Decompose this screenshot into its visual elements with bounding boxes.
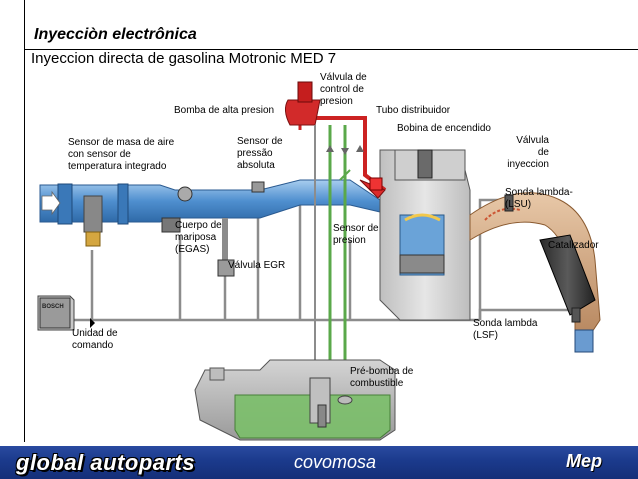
lambda-sensors [504, 194, 581, 323]
air-intake-duct [39, 179, 381, 225]
label-line: Bomba de alta presion [174, 105, 275, 116]
connector-icon [90, 318, 95, 328]
engine-diagram: BOSCH [37, 81, 601, 441]
label-pre-bomba: Pré-bomba de combustible [350, 366, 413, 390]
pressure-control-valve [297, 81, 313, 103]
label-line: Bobina de encendido [397, 123, 491, 134]
label-line: absoluta [237, 160, 275, 171]
frame-vertical-line [24, 0, 25, 442]
label-line: con sensor de [68, 149, 131, 160]
label-line: Válvula EGR [228, 260, 286, 271]
bosch-logo: BOSCH [42, 304, 64, 310]
label-valvula-egr: Válvula EGR [228, 260, 285, 272]
label-line: Válvula [516, 135, 549, 146]
ignition-coil [417, 149, 433, 179]
label-sensor-presion: Sensor de presion [333, 223, 379, 247]
label-tubo-distribuidor: Tubo distribuidor [376, 105, 450, 117]
label-line: Sonda lambda [473, 318, 538, 329]
fuel-tank [194, 359, 396, 441]
label-line: Válvula de [320, 72, 367, 83]
label-line: Sensor de masa de aire [68, 137, 175, 148]
label-line: (LSF) [473, 330, 498, 341]
label-sensor-masa-aire: Sensor de masa de aire con sensor de tem… [68, 137, 174, 173]
footer-right-logo: Mep [566, 451, 602, 471]
label-line: (LSU) [505, 199, 532, 210]
label-valvula-inyeccion: Válvula de inyeccion [495, 135, 549, 171]
air-flow-arrow-icon [41, 190, 61, 216]
label-line: presion [320, 96, 353, 107]
label-line: mariposa [175, 232, 217, 243]
label-line: de [537, 147, 549, 158]
diagram-subtitle: Inyeccion directa de gasolina Motronic M… [31, 50, 337, 67]
footer-bar: global autoparts covomosa Mep [0, 446, 638, 479]
label-line: temperatura integrado [68, 161, 167, 172]
label-line: comando [72, 340, 114, 351]
catalytic-converter [539, 234, 596, 353]
label-line: Pré-bomba de [350, 366, 414, 377]
label-catalizador: Catalizador [548, 240, 599, 252]
label-line: combustible [350, 378, 404, 389]
label-sonda-lsf: Sonda lambda (LSF) [473, 318, 538, 342]
engine-block [379, 149, 471, 321]
label-line: Catalizador [548, 240, 599, 251]
header-title: Inyecciòn electrônica [34, 26, 197, 43]
air-mass-sensor [83, 195, 103, 247]
label-line: inyeccion [507, 159, 549, 170]
absolute-pressure-sensor [251, 181, 265, 193]
label-line: Sonda lambda- [505, 187, 573, 198]
label-unidad-comando: Unidad de comando [72, 328, 118, 352]
throttle-body [161, 186, 193, 233]
label-sonda-lsu: Sonda lambda- (LSU) [505, 187, 573, 211]
ecu-unit: BOSCH [37, 295, 95, 331]
fuel-lines [314, 125, 351, 365]
egr-valve [217, 218, 235, 277]
label-line: pressão [237, 148, 273, 159]
frame-horizontal-line [24, 49, 638, 50]
label-sensor-pressao: Sensor de pressão absoluta [237, 136, 283, 172]
label-line: Cuerpo de [175, 220, 222, 231]
label-bobina: Bobina de encendido [397, 123, 491, 135]
label-line: Tubo distribuidor [376, 105, 451, 116]
flow-arrows [326, 145, 364, 155]
high-pressure-system [284, 81, 387, 199]
footer-center-text: covomosa [294, 452, 377, 472]
footer-brand: global autoparts [16, 450, 196, 475]
label-line: Sensor de [237, 136, 283, 147]
label-line: control de [320, 84, 364, 95]
label-line: (EGAS) [175, 244, 210, 255]
label-bomba-alta-presion: Bomba de alta presion [174, 105, 274, 117]
label-cuerpo-mariposa: Cuerpo de mariposa (EGAS) [175, 220, 222, 256]
label-valvula-control: Válvula de control de presion [320, 72, 367, 108]
label-line: presion [333, 235, 366, 246]
label-line: Sensor de [333, 223, 379, 234]
label-line: Unidad de [72, 328, 118, 339]
tank-filler-cap [209, 367, 225, 381]
